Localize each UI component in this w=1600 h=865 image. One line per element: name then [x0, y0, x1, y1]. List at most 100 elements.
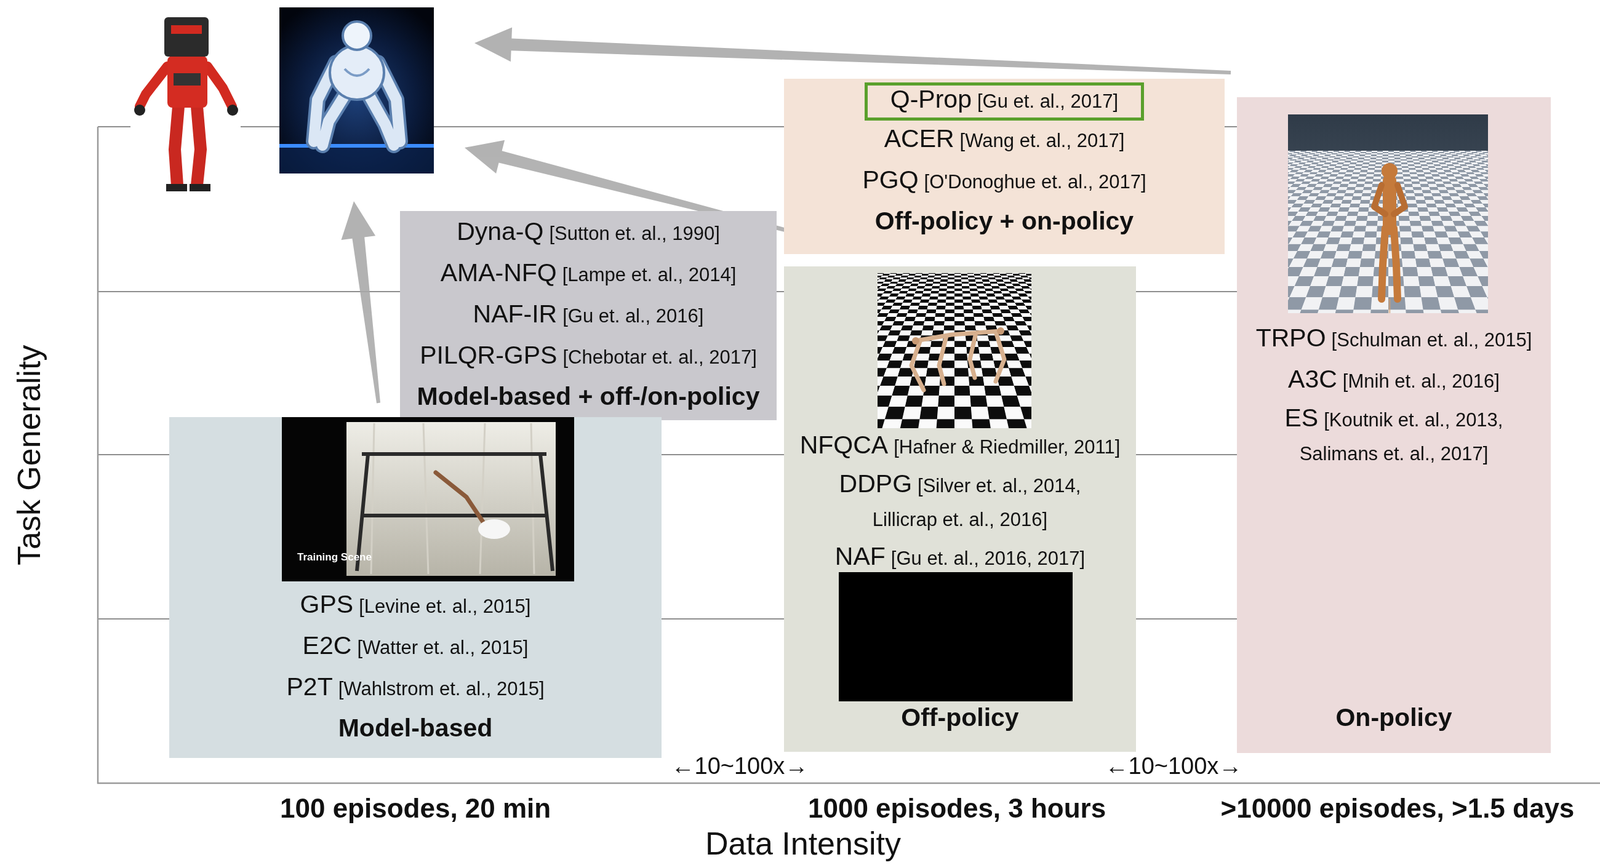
entry-row: TRPO[Schulman et. al., 2015] [1256, 320, 1533, 362]
ratio-label: ←10~100x→ [1105, 753, 1243, 781]
algorithm-name: PILQR-GPS [419, 340, 557, 370]
algorithm-name: Q-Prop [890, 84, 972, 114]
citation: [Koutnik et. al., 2013, Salimans et. al.… [1299, 409, 1504, 465]
category-heading: Model-based [338, 710, 493, 746]
entry-row: ES[Koutnik et. al., 2013, Salimans et. a… [1264, 402, 1524, 473]
label-holder: ←10~100x→ [671, 753, 809, 781]
robot-hand [134, 104, 146, 116]
photo-stand [356, 454, 553, 572]
entry-row: Q-Prop[Gu et. al., 2017] [890, 83, 1119, 121]
algorithm-name: PGQ [862, 165, 919, 194]
citation: [Levine et. al., 2015] [358, 595, 531, 618]
entry-row: Dyna-Q[Sutton et. al., 1990] [456, 213, 720, 255]
floor-glow [279, 144, 434, 148]
citation: [Gu et. al., 2017] [977, 90, 1119, 112]
robot-foot [189, 184, 211, 192]
category-panel: Dyna-Q[Sutton et. al., 1990]AMA-NFQ[Lamp… [400, 211, 777, 421]
robot-visor [171, 25, 202, 34]
algorithm-name: ES [1284, 403, 1319, 432]
label-holder: ←10~100x→ [1105, 753, 1243, 781]
robot-head [164, 17, 209, 57]
ratio-label: ←10~100x→ [671, 753, 809, 781]
citation: [Schulman et. al., 2015] [1331, 329, 1533, 351]
video-frame [838, 572, 1073, 702]
progress-arrow [341, 201, 381, 404]
picture-ground [130, 14, 241, 194]
entry-row: ACER[Wang et. al., 2017] [884, 120, 1125, 162]
picture-ground [279, 7, 434, 174]
citation: [Gu et. al., 2016] [562, 305, 704, 327]
walker-limbs [911, 331, 1005, 391]
algorithm-name: Dyna-Q [456, 217, 544, 246]
label-holder: >10000 episodes, >1.5 days [1220, 793, 1575, 825]
humanoid-head [1381, 163, 1398, 180]
blue-robot-picture [279, 7, 434, 174]
humanoid-figure [1288, 114, 1488, 314]
algorithm-name: DDPG [839, 469, 912, 498]
citation: [Lampe et. al., 2014] [562, 264, 737, 286]
black-frame [838, 572, 1073, 702]
algorithm-name: ACER [884, 124, 955, 153]
robot-limbs-shade [313, 62, 400, 146]
robot-hand [227, 104, 239, 116]
robot-limbs [313, 62, 400, 146]
axis-title: Data Intensity [705, 825, 901, 863]
curtain-folds [371, 423, 535, 575]
entry-row: PILQR-GPS[Chebotar et. al., 2017] [419, 337, 757, 379]
algorithm-name: GPS [300, 590, 354, 619]
robot-legs [174, 106, 201, 186]
progress-arrow [474, 27, 1231, 75]
checker-squares [1288, 150, 1488, 314]
citation: [Hafner & Riedmiller, 2011] [893, 436, 1120, 458]
algorithm-name: P2T [286, 672, 333, 701]
algorithm-name: NFQCA [800, 430, 889, 460]
robot-arm [435, 472, 485, 525]
robot-torso [167, 56, 208, 108]
category-heading: Model-based + off-/on-policy [417, 378, 760, 415]
label-holder: Training Scene [297, 551, 372, 564]
algorithm-name: E2C [302, 631, 352, 660]
category-heading: Off-policy [900, 699, 1019, 736]
humanoid-legs [1381, 228, 1398, 300]
category-heading: Off-policy + on-policy [875, 203, 1134, 239]
label-holder: Data Intensity [705, 825, 901, 863]
walker-joint [912, 337, 920, 345]
floor-reflection [279, 147, 434, 174]
humanoid-shadow [1388, 299, 1391, 314]
algorithm-name: TRPO [1256, 323, 1327, 352]
citation: [Mnih et. al., 2016] [1342, 370, 1500, 392]
entry-row: P2T[Wahlstrom et. al., 2015] [286, 668, 544, 711]
humanoid-picture [1288, 114, 1488, 314]
robot-head [342, 21, 372, 50]
entry-row: DDPG[Silver et. al., 2014, Lillicrap et.… [818, 468, 1102, 539]
robot-gripper [478, 519, 511, 540]
robot-foot [166, 184, 188, 192]
entry-row: NFQCA[Hafner & Riedmiller, 2011] [800, 427, 1121, 469]
citation: [Wang et. al., 2017] [960, 129, 1125, 152]
entry-row: NAF-IR[Gu et. al., 2016] [473, 296, 704, 338]
entry-row: PGQ[O'Donoghue et. al., 2017] [862, 161, 1146, 204]
axis-tick-label: 100 episodes, 20 min [280, 793, 551, 825]
algorithm-name: A3C [1288, 364, 1338, 394]
red-robot-picture [130, 14, 241, 194]
citation: [Watter et. al., 2015] [356, 636, 528, 659]
robot-torso [329, 45, 384, 100]
entry-row: E2C[Watter et. al., 2015] [302, 627, 529, 669]
category-heading: On-policy [1335, 699, 1452, 736]
citation: [Chebotar et. al., 2017] [562, 346, 757, 368]
label-holder: Task Generality [11, 345, 48, 566]
walker-joint [996, 327, 1005, 335]
label-holder: 1000 episodes, 3 hours [808, 793, 1106, 825]
checker-floor [877, 273, 1032, 429]
humanoid-arms [1374, 185, 1405, 215]
robot-detail [344, 68, 370, 76]
walker-figure [877, 273, 1032, 429]
robot-chest [173, 73, 201, 86]
axis-title: Task Generality [11, 345, 48, 566]
axis-tick-label: >10000 episodes, >1.5 days [1220, 793, 1575, 825]
checker-squares [877, 273, 1032, 429]
axis-tick-label: 1000 episodes, 3 hours [808, 793, 1106, 825]
citation: [Sutton et. al., 1990] [548, 222, 720, 245]
checker-floor-picture [877, 273, 1032, 429]
algorithm-name: NAF-IR [473, 299, 558, 328]
